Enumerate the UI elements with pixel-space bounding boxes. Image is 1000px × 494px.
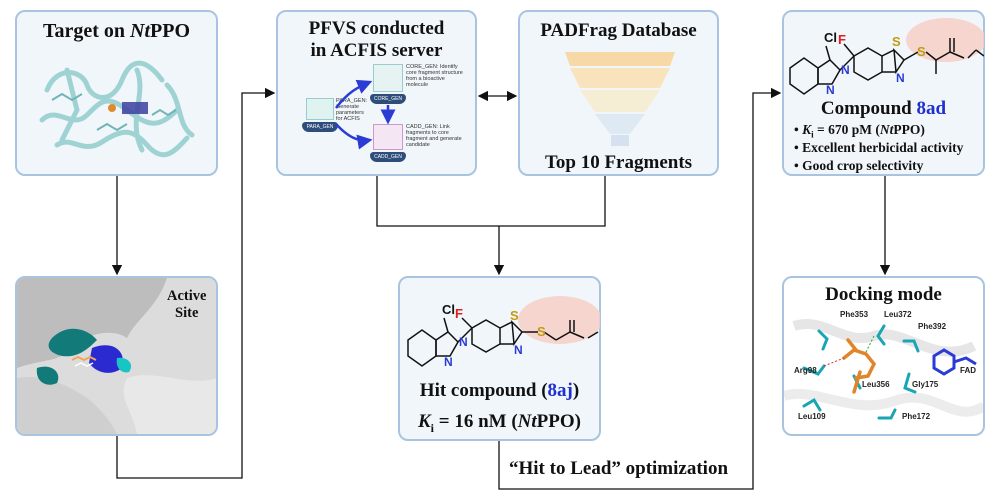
- para-gen-note: PARA_GEN: Generate parameters for ACFIS: [336, 98, 368, 122]
- arrow-hit-to-lead: [498, 87, 782, 490]
- padfrag-subtitle: Top 10 Fragments: [544, 152, 693, 173]
- residue-phe172: Phe172: [902, 412, 931, 421]
- cadd-gen-note: CADD_GEN: Link fragments to core fragmen…: [406, 124, 462, 148]
- lead-compound-panel: Cl F N N S N S Compound 8ad • Ki = 670 p…: [782, 10, 985, 176]
- cadd-gen-box: [373, 124, 403, 150]
- surface-image: [17, 278, 216, 434]
- pfvs-title: PFVS conducted in ACFIS server: [308, 18, 445, 61]
- funnel-icon: [565, 52, 675, 146]
- protein-ribbon-image: [39, 60, 195, 158]
- hit-ki: Ki = 16 nM (NtPPO): [417, 411, 581, 435]
- hit-s2: S: [537, 324, 546, 339]
- active-site-label: Active Site: [167, 288, 207, 321]
- lead-n: N: [841, 63, 850, 77]
- padfrag-panel: PADFrag Database Top 10 Fragments: [518, 10, 719, 176]
- lead-s1: S: [892, 34, 901, 49]
- core-gen-chip: CORE_GEN: [370, 94, 406, 104]
- docking-panel: Docking mode Phe353 Leu372 Phe392 Arg98 …: [782, 276, 985, 436]
- residue-leu109: Leu109: [798, 412, 826, 421]
- cadd-gen-chip: CADD_GEN: [370, 152, 406, 162]
- docking-title: Docking mode: [825, 284, 942, 305]
- target-panel: Target on NtPPO: [15, 10, 218, 176]
- lead-bullet-herbicidal: • Excellent herbicidal activity: [794, 140, 964, 155]
- lead-cl: Cl: [824, 30, 837, 45]
- residue-fad: FAD: [960, 366, 976, 375]
- hit-f: F: [455, 306, 463, 321]
- residue-phe353: Phe353: [840, 310, 869, 319]
- hit-n: N: [459, 335, 468, 349]
- hit-n2: N: [444, 355, 453, 369]
- lead-n3: N: [896, 71, 905, 85]
- core-gen-note: CORE_GEN: Identify core fragment structu…: [406, 64, 463, 88]
- hit-to-lead-label: “Hit to Lead” optimization: [509, 458, 729, 479]
- hit-structure: Cl F N N S N S: [407, 296, 600, 369]
- residue-leu356: Leu356: [862, 380, 890, 389]
- para-gen-chip: PARA_GEN: [302, 122, 338, 132]
- pfvs-panel: PFVS conducted in ACFIS server CORE_GEN:…: [276, 10, 477, 176]
- lead-bullet-ki: • Ki = 670 pM (NtPPO): [794, 122, 925, 140]
- lead-title: Compound 8ad: [820, 98, 947, 119]
- residue-phe392: Phe392: [918, 322, 947, 331]
- residue-leu372: Leu372: [884, 310, 912, 319]
- pfvs-flow-arrows: [335, 79, 396, 150]
- hit-s1: S: [510, 308, 519, 323]
- lead-f: F: [838, 32, 846, 47]
- docking-image: [784, 319, 983, 420]
- para-gen-box: [306, 98, 334, 120]
- padfrag-title: PADFrag Database: [540, 20, 697, 41]
- hit-title: Hit compound (8aj): [419, 380, 580, 401]
- lead-structure: Cl F N N S N S: [789, 18, 984, 97]
- lead-bullet-selectivity: • Good crop selectivity: [794, 158, 924, 173]
- target-title: Target on NtPPO: [42, 20, 191, 42]
- core-gen-box: [373, 64, 403, 92]
- arrow-active-to-pfvs: [116, 87, 276, 479]
- lead-n2: N: [826, 83, 835, 97]
- residue-gly175: Gly175: [912, 380, 939, 389]
- lead-s2: S: [917, 44, 926, 59]
- hit-compound-panel: Cl F N N S N S Hit compound (8aj) Ki = 1…: [398, 276, 601, 441]
- active-site-panel: Active Site: [15, 276, 218, 436]
- hit-n3: N: [514, 343, 523, 357]
- residue-arg98: Arg98: [794, 366, 817, 375]
- hit-cl: Cl: [442, 302, 455, 317]
- line-pfvs-down: [376, 176, 606, 227]
